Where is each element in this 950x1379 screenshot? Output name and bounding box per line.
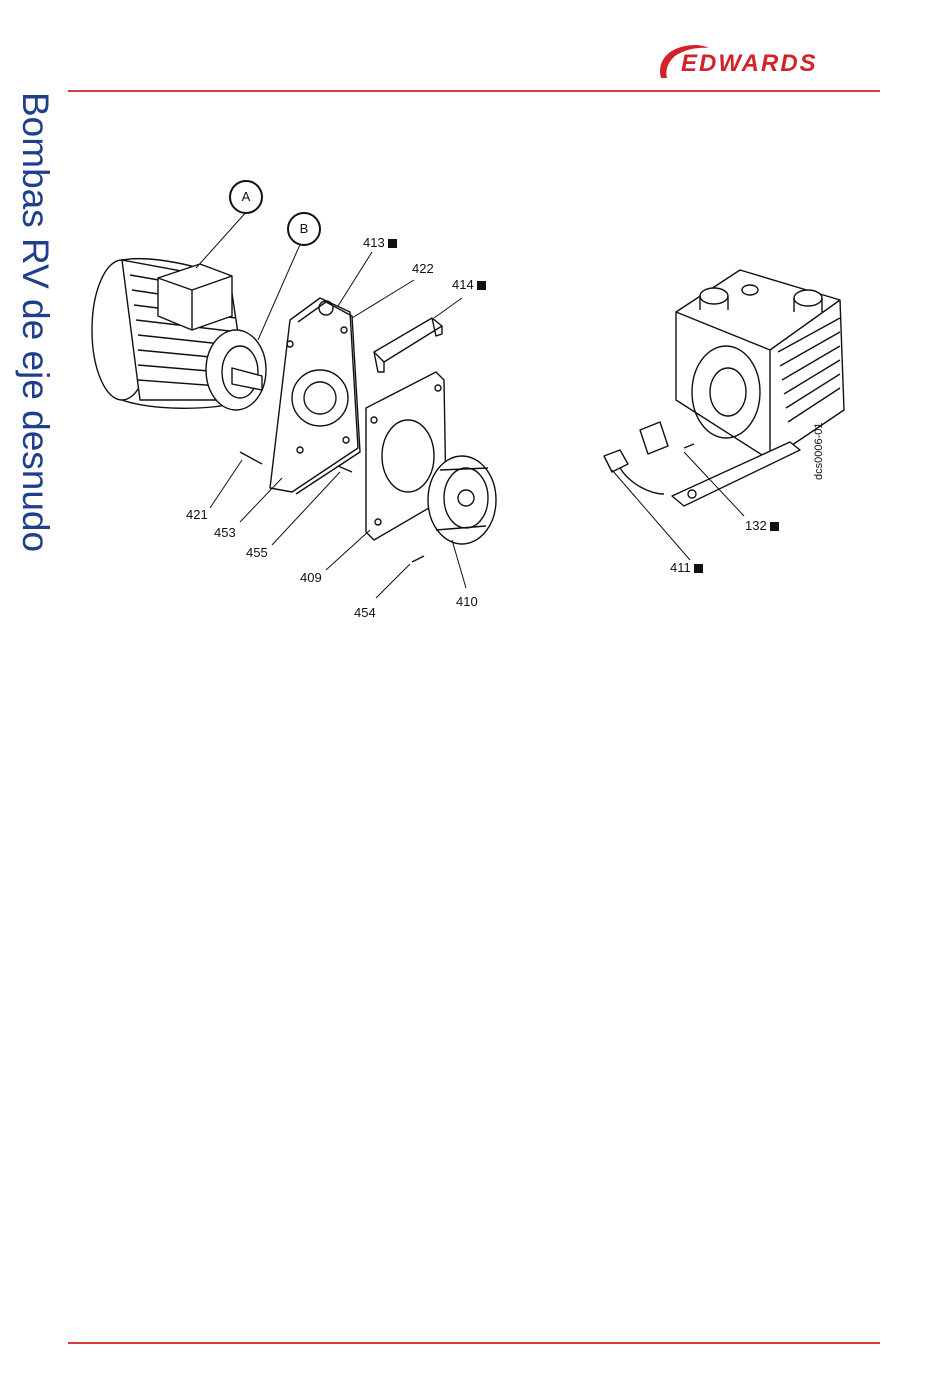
spare-part-marker-icon (477, 281, 486, 290)
callout-414: 414 (452, 278, 486, 292)
screw-455 (338, 466, 352, 472)
callout-422: 422 (412, 262, 434, 276)
callout-421: 421 (186, 508, 208, 522)
screw-421 (240, 452, 262, 464)
guard-bracket (374, 318, 442, 372)
callout-454: 454 (354, 606, 376, 620)
coupling-disc (428, 456, 496, 544)
callout-132: 132 (745, 519, 779, 533)
spare-part-marker-icon (388, 239, 397, 248)
drawing-code: dcs0006-01 (813, 423, 825, 481)
callout-410: 410 (456, 595, 478, 609)
callout-413: 413 (363, 236, 397, 250)
callout-453: 453 (214, 526, 236, 540)
coupling-parts (604, 422, 694, 494)
footer-rule (68, 1342, 880, 1344)
callout-a: A (229, 180, 263, 214)
spare-part-marker-icon (770, 522, 779, 531)
callout-409: 409 (300, 571, 322, 585)
callout-455: 455 (246, 546, 268, 560)
adaptor-plate (270, 298, 360, 494)
spare-part-marker-icon (694, 564, 703, 573)
callout-411: 411 (670, 561, 703, 575)
callout-b: B (287, 212, 321, 246)
screw-454 (412, 556, 424, 562)
motor-illustration (92, 259, 266, 410)
